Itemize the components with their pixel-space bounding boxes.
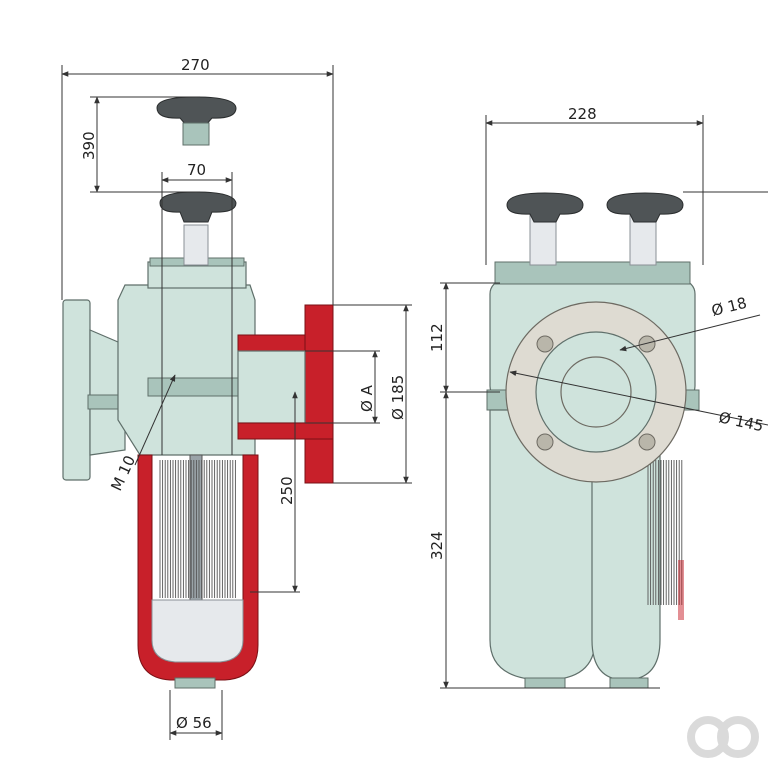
dimension-lines [61, 65, 768, 740]
dim-bore: Ø A [358, 384, 376, 412]
dim-width-total: 270 [181, 56, 210, 74]
dim-drain: Ø 56 [176, 714, 212, 732]
dim-drop: 250 [278, 476, 296, 505]
dim-height-lower: 324 [428, 531, 446, 560]
dim-thread: M 10 [107, 453, 139, 494]
front-section-view [62, 96, 334, 689]
dim-bolt-hole: Ø 18 [710, 294, 749, 320]
dim-width-side: 228 [568, 105, 597, 123]
side-view [486, 192, 700, 689]
watermark-logo [687, 716, 759, 758]
dim-height-top: 390 [80, 131, 98, 160]
dim-pcd: Ø 145 [717, 408, 765, 435]
dim-flange-od: Ø 185 [389, 375, 407, 420]
dim-height-upper: 112 [428, 323, 446, 352]
dim-width-head: 70 [187, 161, 206, 179]
